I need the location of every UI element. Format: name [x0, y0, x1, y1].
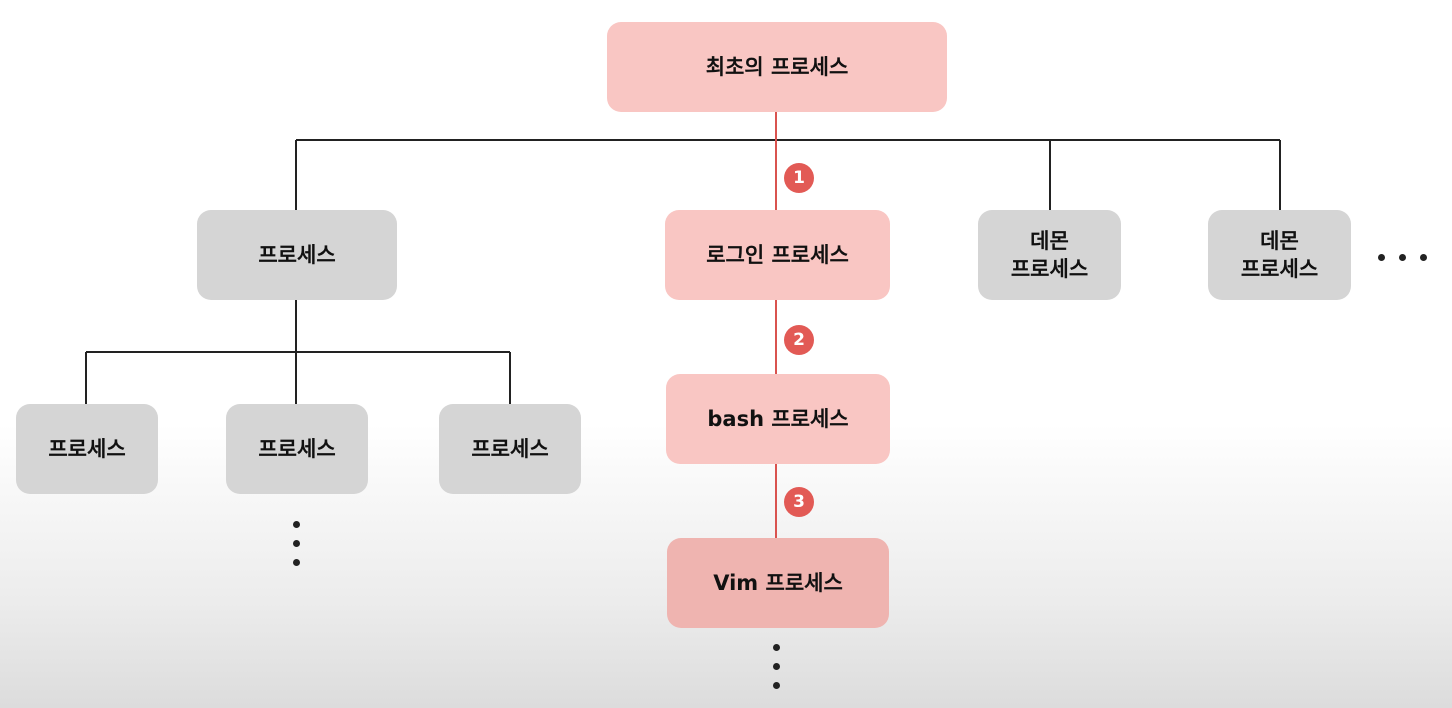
- bash-process-node: bash 프로세스: [666, 374, 890, 464]
- initial-process-label: 최초의 프로세스: [705, 54, 849, 79]
- left-process-label: 프로세스: [258, 242, 336, 267]
- daemon-process-node-2: 데몬 프로세스: [1208, 210, 1351, 300]
- vim-process-node: Vim 프로세스: [667, 538, 889, 628]
- child-process-node-2: 프로세스: [226, 404, 368, 494]
- child-process-node-3: 프로세스: [439, 404, 581, 494]
- login-process-label: 로그인 프로세스: [706, 242, 849, 267]
- daemon-1-label-line1: 데몬: [1030, 228, 1069, 253]
- login-process-node: 로그인 프로세스: [665, 210, 890, 300]
- left-process-node: 프로세스: [197, 210, 397, 300]
- child-process-node-1: 프로세스: [16, 404, 158, 494]
- more-siblings-ellipsis: [1378, 252, 1427, 262]
- step-badge-3: 3: [784, 487, 814, 517]
- daemon-1-label-line2: 프로세스: [1010, 257, 1089, 281]
- vim-process-label: Vim 프로세스: [713, 570, 843, 595]
- child-3-label: 프로세스: [471, 436, 549, 461]
- initial-process-node: 최초의 프로세스: [607, 22, 947, 112]
- daemon-2-label-line2: 프로세스: [1240, 257, 1319, 281]
- child-1-label: 프로세스: [48, 436, 126, 461]
- bash-process-label: bash 프로세스: [707, 406, 849, 431]
- daemon-2-label-line1: 데몬: [1260, 228, 1299, 253]
- step-badge-1: 1: [784, 163, 814, 193]
- child-2-label: 프로세스: [258, 436, 336, 461]
- daemon-process-node-1: 데몬 프로세스: [978, 210, 1121, 300]
- more-descendants-ellipsis: [771, 644, 781, 689]
- step-badge-2: 2: [784, 325, 814, 355]
- more-children-ellipsis: [291, 521, 301, 566]
